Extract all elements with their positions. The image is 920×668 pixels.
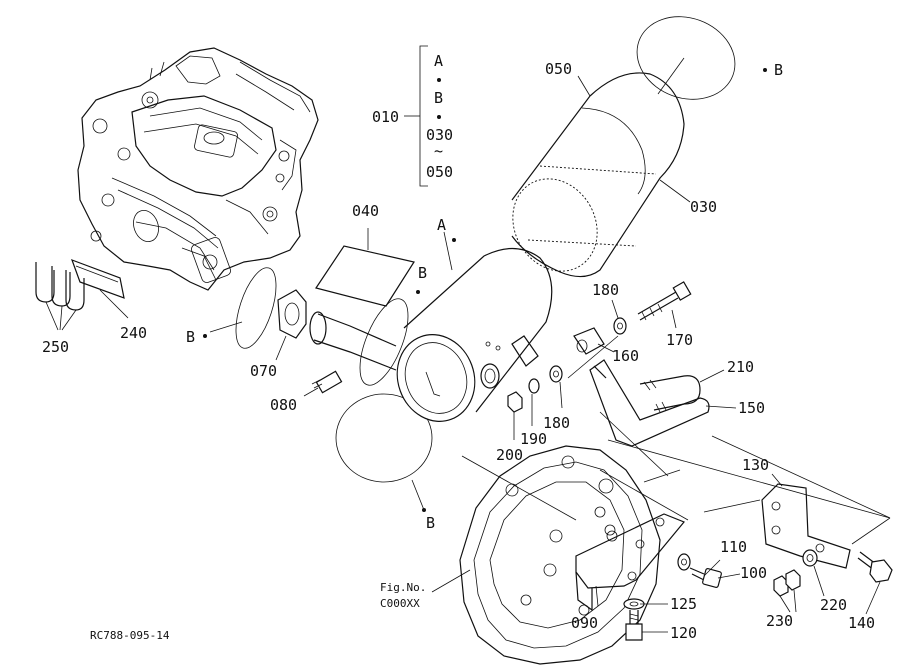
ref-a-top: A bbox=[434, 52, 444, 70]
heat-plate-040 bbox=[315, 228, 415, 307]
callout-110: 110 bbox=[720, 538, 748, 556]
callout-140: 140 bbox=[848, 614, 876, 632]
callout-080: 080 bbox=[270, 396, 298, 414]
nut-200 bbox=[507, 391, 523, 440]
ref-dot-a-main bbox=[452, 238, 456, 242]
flange-070 bbox=[275, 289, 307, 361]
bolt-080 bbox=[303, 370, 343, 397]
bolt-140 bbox=[857, 551, 893, 583]
u-bolt-210 bbox=[639, 369, 725, 413]
callout-230: 230 bbox=[766, 612, 794, 630]
fig-ref-line1: Fig.No. bbox=[380, 581, 427, 594]
bracket-090 bbox=[575, 513, 685, 612]
lockwasher-190 bbox=[528, 378, 540, 426]
ref-dot-b-right bbox=[763, 68, 767, 72]
callout-050-group: 050 bbox=[426, 163, 454, 181]
washer-110 bbox=[677, 553, 691, 571]
bolt-120 bbox=[625, 610, 643, 641]
clamp-160 bbox=[573, 327, 615, 355]
callout-170: 170 bbox=[666, 331, 694, 349]
ref-dot-b-bottom bbox=[422, 508, 426, 512]
inlet-pipe bbox=[309, 311, 397, 371]
washer-180-top bbox=[611, 299, 627, 335]
ref-dot-b-left bbox=[203, 334, 207, 338]
muffler-main bbox=[396, 231, 553, 422]
ref-dot-a-top bbox=[437, 78, 441, 82]
ref-a-main: A bbox=[437, 216, 447, 234]
bolt-170 bbox=[637, 281, 692, 329]
leader-lines bbox=[404, 45, 891, 633]
gasket-left bbox=[209, 267, 277, 349]
u-bolts-250 bbox=[35, 262, 85, 331]
tail-pipe-150 bbox=[589, 359, 737, 447]
bolt-100 bbox=[689, 567, 722, 588]
callout-190: 190 bbox=[520, 430, 548, 448]
callout-220: 220 bbox=[820, 596, 848, 614]
callout-180-top: 180 bbox=[592, 281, 620, 299]
engine-block bbox=[77, 47, 319, 291]
nut-230b bbox=[785, 569, 801, 591]
callout-250: 250 bbox=[42, 338, 70, 356]
callout-240: 240 bbox=[120, 324, 148, 342]
callout-090: 090 bbox=[571, 614, 599, 632]
ref-b-right-top: B bbox=[774, 61, 784, 79]
callout-120: 120 bbox=[670, 624, 698, 642]
callout-210: 210 bbox=[727, 358, 755, 376]
callout-030-group: 030 bbox=[426, 126, 454, 144]
ref-b-bottom: B bbox=[426, 514, 436, 532]
nut-230a bbox=[773, 575, 789, 597]
gasket-mid bbox=[359, 298, 409, 386]
flywheel-housing bbox=[459, 445, 661, 665]
fig-ref-line2: C000XX bbox=[380, 597, 420, 610]
washer-180-bottom bbox=[549, 365, 563, 409]
callout-100: 100 bbox=[740, 564, 768, 582]
callout-030: 030 bbox=[690, 198, 718, 216]
gasket-bottom bbox=[335, 393, 433, 511]
ref-b-top: B bbox=[434, 89, 444, 107]
callout-050: 050 bbox=[545, 60, 573, 78]
callout-010: 010 bbox=[372, 108, 400, 126]
callout-070: 070 bbox=[250, 362, 278, 380]
drawing-code: RC788-095-14 bbox=[90, 629, 170, 642]
washer-220 bbox=[802, 549, 818, 567]
callout-130: 130 bbox=[742, 456, 770, 474]
ref-b-left: B bbox=[186, 328, 196, 346]
bracket-130 bbox=[761, 473, 851, 569]
callout-200: 200 bbox=[496, 446, 524, 464]
callout-125: 125 bbox=[670, 595, 698, 613]
washer-125 bbox=[623, 598, 645, 610]
range-tilde: ~ bbox=[434, 142, 444, 160]
end-cap-050-top bbox=[636, 16, 736, 100]
heat-shield-240 bbox=[70, 258, 129, 319]
ref-dot-b-mid bbox=[416, 290, 420, 294]
callout-040: 040 bbox=[352, 202, 380, 220]
callout-150: 150 bbox=[738, 399, 766, 417]
inner-cylinder-030 bbox=[527, 165, 691, 247]
callout-160: 160 bbox=[612, 347, 640, 365]
ref-b-mid: B bbox=[418, 264, 428, 282]
callout-180-bottom: 180 bbox=[543, 414, 571, 432]
ref-dot-b-top bbox=[437, 115, 441, 119]
outer-cover-050 bbox=[511, 72, 685, 278]
